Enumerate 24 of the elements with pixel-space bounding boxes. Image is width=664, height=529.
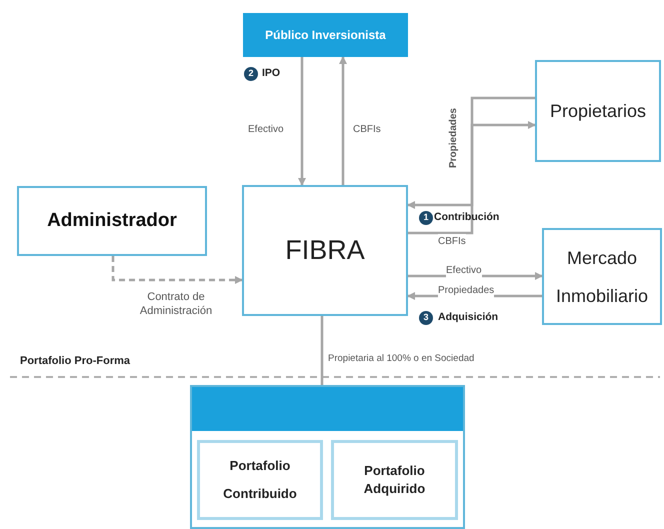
dashed-arrow — [112, 256, 243, 284]
process-box: FIBRA — [242, 185, 408, 316]
arrow — [408, 121, 536, 234]
edge-label: Efectivo — [446, 263, 482, 278]
edge-label: Propiedades — [446, 108, 461, 168]
callout-number: 2 — [244, 67, 258, 81]
step-label: Contribución — [434, 210, 500, 225]
arrow — [407, 96, 535, 209]
callout-number: 1 — [419, 211, 433, 225]
process-box: Administrador — [17, 186, 207, 256]
connector-line — [320, 316, 324, 385]
process-box: Portafolio Contribuido — [197, 440, 323, 520]
process-box: Propietarios — [535, 60, 661, 162]
arrow — [298, 57, 306, 186]
arrow — [339, 56, 347, 185]
section-label: Portafolio Pro-Forma — [20, 354, 130, 369]
edge-label: Propiedades — [438, 283, 494, 298]
step-label: Adquisición — [438, 310, 498, 325]
callout-number: 3 — [419, 311, 433, 325]
step-label: IPO — [262, 66, 280, 81]
portfolio-container — [190, 385, 465, 529]
process-box: Público Inversionista — [243, 13, 408, 57]
process-box: Portafolio Adquirido — [331, 440, 458, 520]
process-box: Mercado Inmobiliario — [542, 228, 662, 325]
